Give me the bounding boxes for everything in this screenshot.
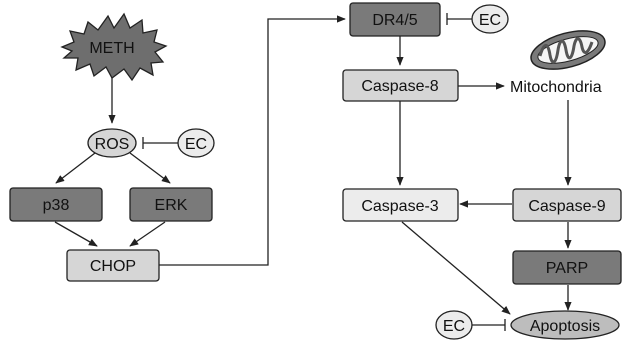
ec-dr45-shape [471, 4, 509, 34]
ros-shape [87, 128, 137, 158]
ec-dr45-label: EC [479, 12, 501, 29]
ec-apoptosis-shape [435, 310, 473, 340]
caspase8-label: Caspase-8 [361, 78, 438, 95]
node-dr45: DR4/5 [349, 2, 441, 37]
node-caspase8: Caspase-8 [342, 69, 459, 102]
node-ec-apoptosis: EC [435, 310, 473, 340]
node-caspase9: Caspase-9 [512, 188, 622, 222]
edge-erk-chop [129, 221, 166, 247]
apoptosis-shape [510, 310, 620, 340]
apoptosis-label: Apoptosis [530, 318, 600, 335]
ec-ros-label: EC [185, 136, 207, 153]
p38-label: p38 [43, 197, 70, 214]
edge-chop-dr45 [159, 15, 346, 266]
node-chop: CHOP [66, 249, 160, 282]
erk-shape [129, 187, 213, 222]
ec-ros-shape [177, 128, 215, 158]
node-ec-dr45: EC [471, 4, 509, 34]
chop-label: CHOP [90, 258, 136, 275]
ec-apoptosis-label: EC [443, 318, 465, 335]
parp-label: PARP [546, 260, 588, 277]
node-p38: p38 [9, 187, 103, 222]
mitochondria-label: Mitochondria [510, 79, 602, 96]
node-parp: PARP [512, 250, 622, 285]
caspase9-shape [512, 188, 622, 222]
edge-caspase3-apoptosis [401, 221, 511, 315]
ros-label: ROS [95, 136, 130, 153]
chop-shape [66, 249, 160, 282]
parp-shape [512, 250, 622, 285]
inhibition-edges [142, 13, 506, 331]
edge-ros-erk [129, 152, 171, 184]
edges [54, 15, 572, 315]
p38-shape [9, 187, 103, 222]
dr45-shape [349, 2, 441, 37]
caspase3-shape [342, 188, 459, 222]
node-erk: ERK [129, 187, 213, 222]
caspase8-shape [342, 69, 459, 102]
erk-label: ERK [155, 197, 188, 214]
node-apoptosis: Apoptosis [510, 310, 620, 340]
node-ec-ros: EC [177, 128, 215, 158]
node-ros: ROS [87, 128, 137, 158]
edge-p38-chop [54, 221, 98, 247]
meth-label: METH [89, 40, 134, 57]
caspase9-label: Caspase-9 [528, 198, 605, 215]
starburst-icon [60, 12, 168, 82]
mitochondria-icon [530, 30, 606, 70]
caspase3-label: Caspase-3 [361, 198, 438, 215]
dr45-label: DR4/5 [372, 12, 417, 29]
node-meth: METH [60, 12, 168, 82]
edge-ros-p38 [55, 152, 96, 184]
node-caspase3: Caspase-3 [342, 188, 459, 222]
